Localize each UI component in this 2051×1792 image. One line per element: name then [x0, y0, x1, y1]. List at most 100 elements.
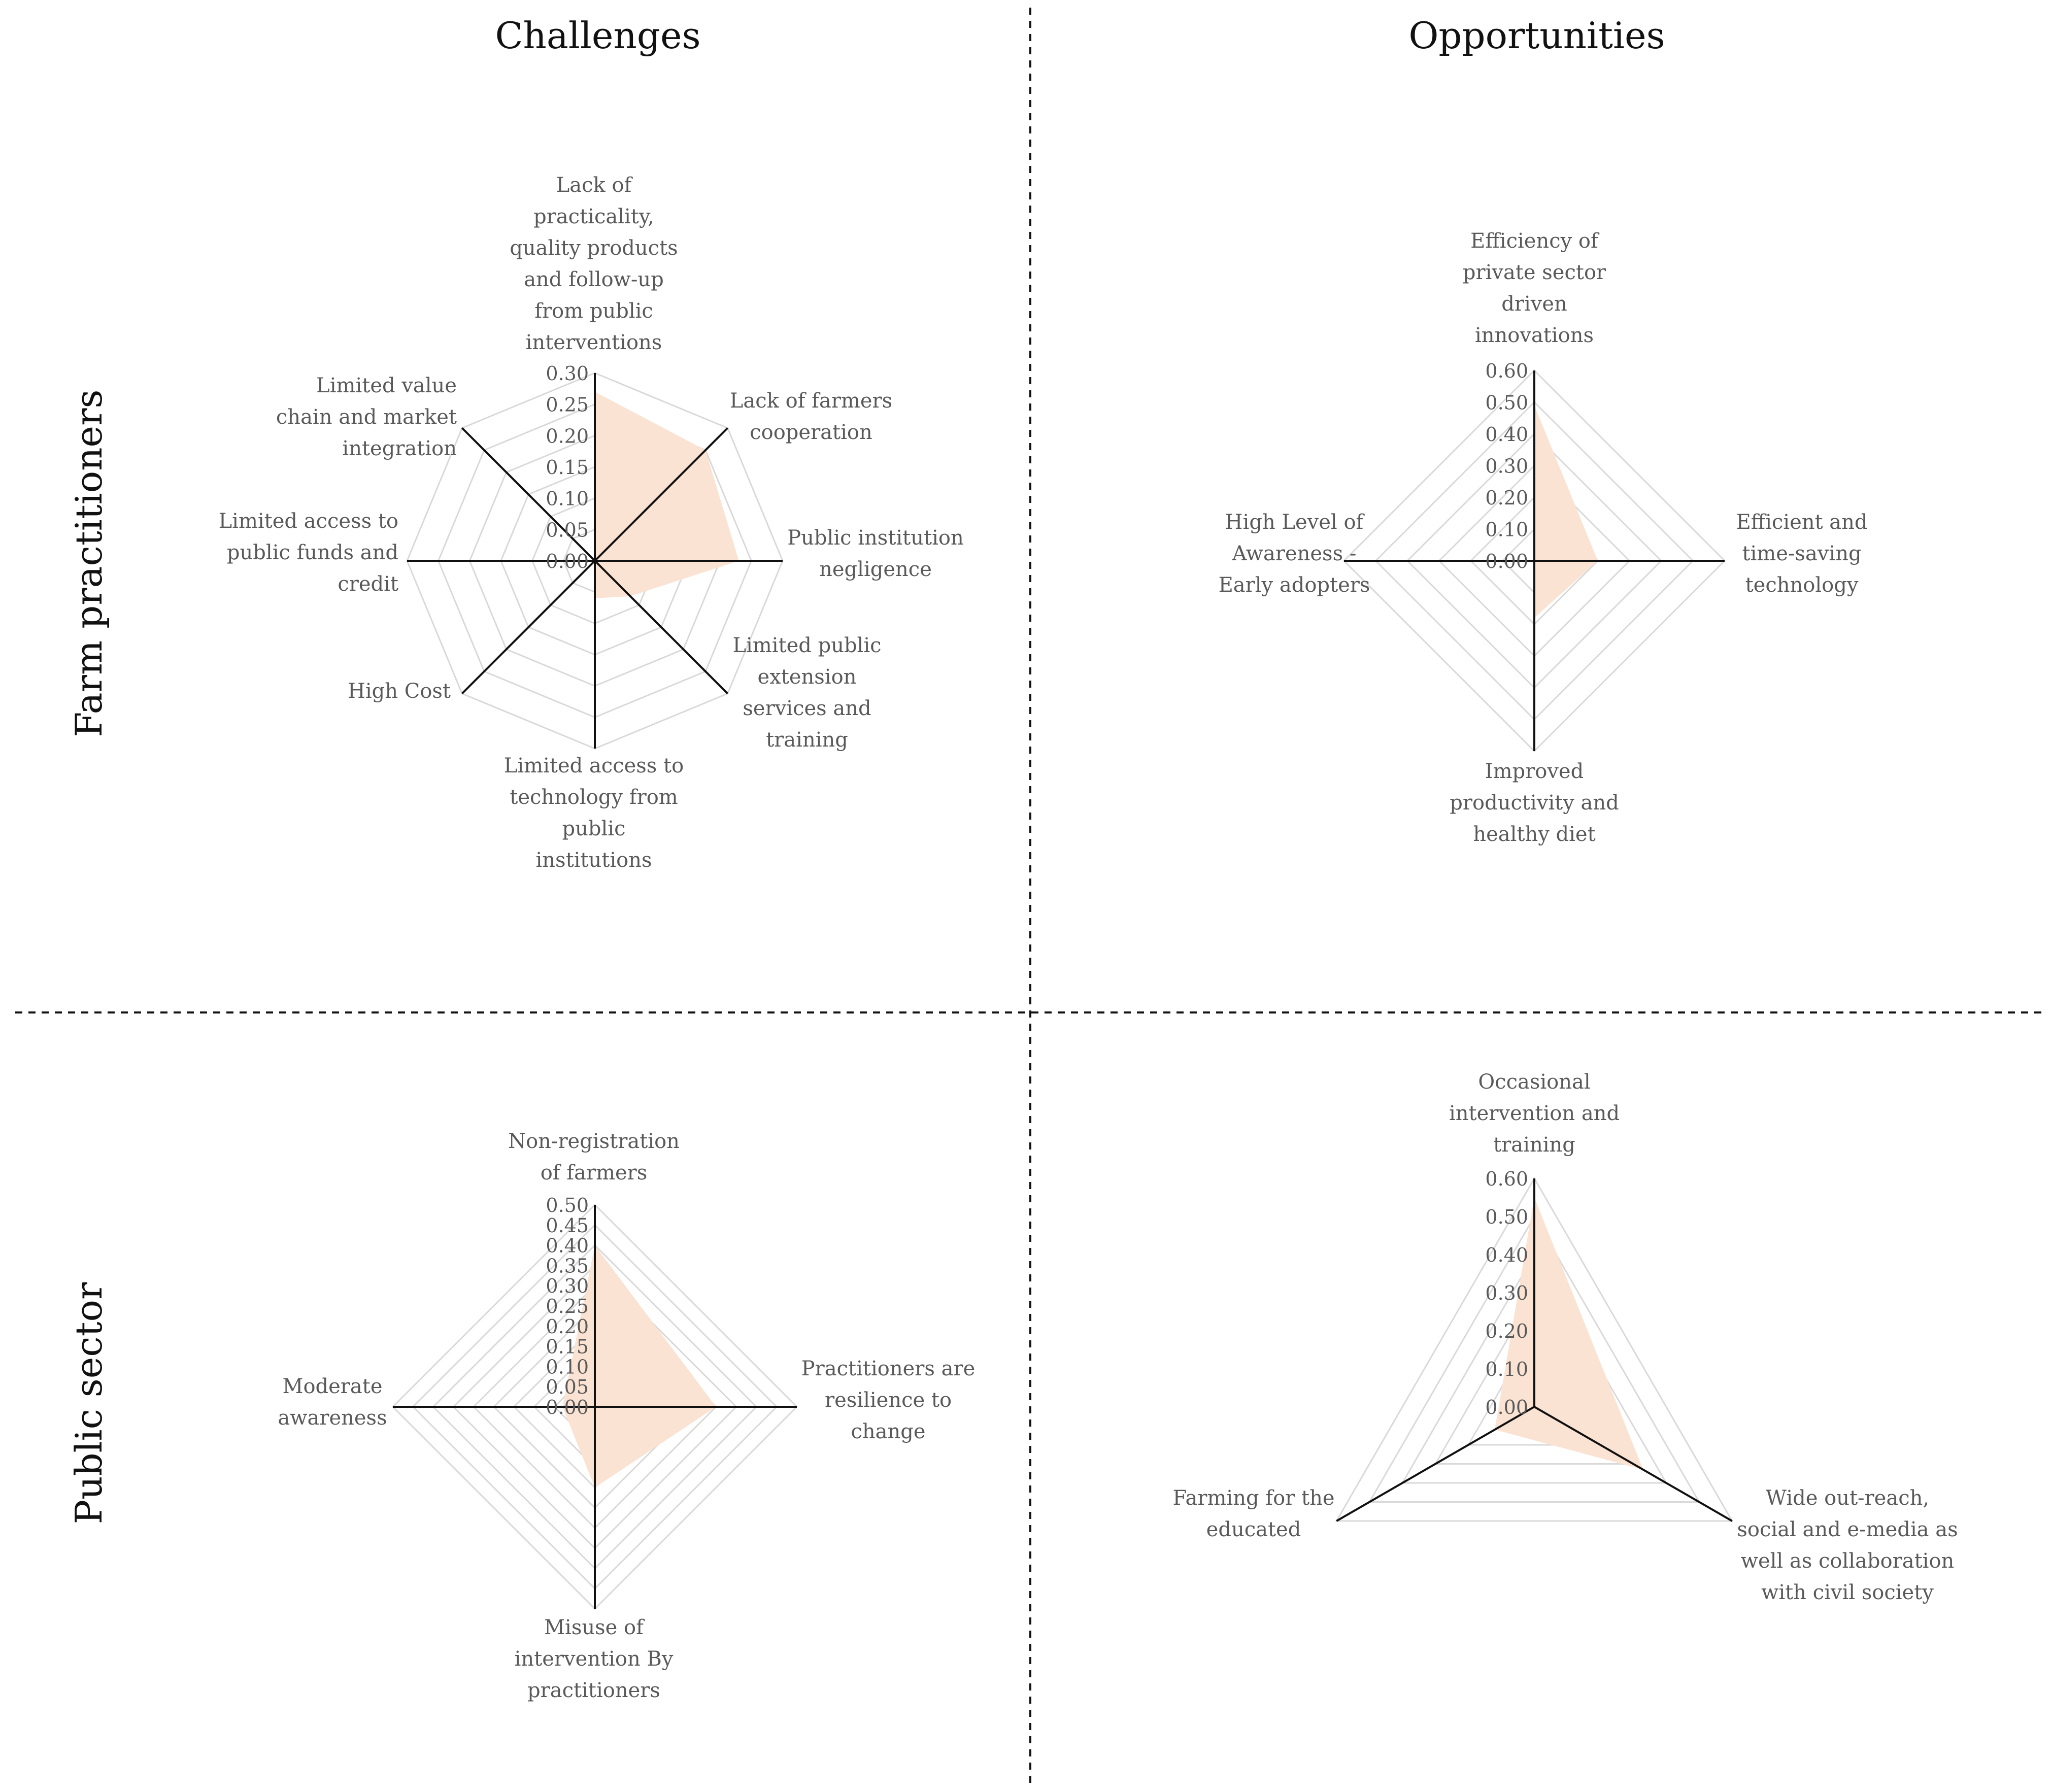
tick-label: 0.05 — [546, 1376, 589, 1398]
data-area — [1495, 1197, 1643, 1470]
axis-label-line: Wide out-reach, — [1766, 1486, 1929, 1510]
axis-label-line: Lack of — [556, 174, 633, 197]
axis-spoke — [594, 427, 729, 562]
axis-label-line: integration — [342, 437, 457, 460]
axis-label-line: Early adopters — [1219, 573, 1370, 597]
axis-label-line: Improved — [1485, 760, 1584, 783]
axis-label-line: technology from — [510, 786, 678, 809]
tick-label: 0.30 — [546, 362, 589, 385]
axis-label-line: change — [851, 1420, 925, 1443]
grid-ring — [1335, 1176, 1734, 1522]
tick-label: 0.10 — [546, 1356, 589, 1378]
axis-label-line: Limited access to — [219, 510, 398, 533]
tick-label: 0.00 — [546, 1396, 589, 1418]
axis-spoke — [1336, 1406, 1535, 1522]
axis-label-line: resilience to — [825, 1389, 952, 1412]
axis-label-line: practicality, — [533, 205, 654, 228]
data-area — [562, 1245, 716, 1488]
tick-label: 0.30 — [1485, 455, 1528, 478]
tick-label: 0.15 — [546, 456, 589, 479]
tick-label: 0.50 — [1485, 392, 1528, 414]
axis-label-line: Misuse of — [544, 1616, 645, 1639]
tick-label: 0.45 — [546, 1214, 589, 1237]
tick-label: 0.40 — [1485, 423, 1528, 446]
axis-label: Limited public extension services and train… — [732, 634, 881, 752]
axis-label-line: public funds and — [227, 541, 398, 564]
axis-label-line: Limited public — [732, 634, 881, 657]
tick-label: 0.40 — [546, 1235, 589, 1257]
axis-label-line: quality products — [510, 236, 678, 260]
axis-label: Farming for the educated — [1172, 1486, 1334, 1541]
axis-label-line: cooperation — [750, 421, 872, 444]
axis-spoke — [1533, 1406, 1733, 1522]
axis-label: High Level of Awareness - Early adopters — [1219, 511, 1370, 597]
axis-label-line: Farming for the — [1172, 1486, 1334, 1510]
axis-label-line: well as collaboration — [1741, 1549, 1955, 1573]
axis-spoke — [594, 560, 729, 695]
tick-label: 0.25 — [546, 1295, 589, 1317]
tick-label: 0.20 — [546, 1315, 589, 1338]
tick-label: 0.40 — [1485, 1244, 1528, 1266]
axis-label: High Cost — [348, 680, 451, 703]
axis-label-line: services and — [743, 697, 871, 720]
axis-label-line: negligence — [819, 558, 932, 581]
axis-label-line: driven — [1501, 292, 1567, 316]
row-header-public-sector: Public sector — [68, 1282, 110, 1524]
axis-label-line: Practitioners are — [801, 1357, 976, 1380]
axis-label-line: awareness — [278, 1406, 387, 1430]
axis-label-line: training — [1493, 1133, 1575, 1157]
axis-label-line: Awareness - — [1232, 542, 1357, 565]
axis-label-line: training — [766, 728, 848, 752]
axis-label-line: interventions — [526, 331, 662, 354]
axis-label-line: Non-registration — [508, 1130, 680, 1153]
axis-label: Limited access to public funds and credit — [219, 510, 398, 596]
axis-label: Misuse of intervention By practitioners — [515, 1616, 674, 1702]
column-header-challenges: Challenges — [495, 14, 700, 57]
tick-label: 0.30 — [546, 1275, 589, 1297]
axis-label-line: credit — [338, 572, 398, 596]
axis-label-line: intervention and — [1449, 1102, 1620, 1125]
axis-label-line: Efficient and — [1736, 511, 1867, 534]
axis-label-line: Public institution — [787, 526, 963, 550]
axis-label: Public institution negligence — [787, 526, 963, 581]
axis-label-line: productivity and — [1450, 791, 1619, 815]
tick-label: 0.25 — [546, 394, 589, 416]
axis-label-line: of farmers — [541, 1161, 648, 1185]
tick-label: 0.10 — [1485, 1358, 1528, 1380]
tick-label: 0.30 — [1485, 1282, 1528, 1304]
axis-label-line: educated — [1206, 1518, 1301, 1541]
axis-label-line: Limited value — [316, 374, 457, 397]
row-header-farm-practitioners: Farm practitioners — [68, 390, 110, 737]
tick-label: 0.10 — [1485, 519, 1528, 541]
tick-label: 0.60 — [1485, 360, 1528, 382]
axis-label-line: High Level of — [1225, 511, 1365, 534]
data-area — [1534, 405, 1598, 618]
axis-label: Non-registration of farmers — [508, 1130, 680, 1185]
tick-label: 0.15 — [546, 1336, 589, 1358]
axis-label-line: intervention By — [515, 1647, 674, 1671]
tick-label: 0.00 — [1485, 550, 1528, 572]
tick-label: 0.05 — [546, 519, 589, 541]
axis-label-line: Efficiency of — [1470, 229, 1600, 253]
tick-label: 0.35 — [546, 1255, 589, 1277]
tick-label: 0.00 — [1485, 1396, 1528, 1418]
axis-spoke — [461, 560, 596, 695]
axis-label-line: extension — [758, 665, 857, 689]
tick-label: 0.60 — [1485, 1168, 1528, 1190]
tick-label: 0.50 — [1485, 1206, 1528, 1228]
axis-label-line: practitioners — [527, 1679, 660, 1702]
axis-label-line: High Cost — [348, 680, 451, 703]
tick-label: 0.00 — [546, 550, 589, 572]
